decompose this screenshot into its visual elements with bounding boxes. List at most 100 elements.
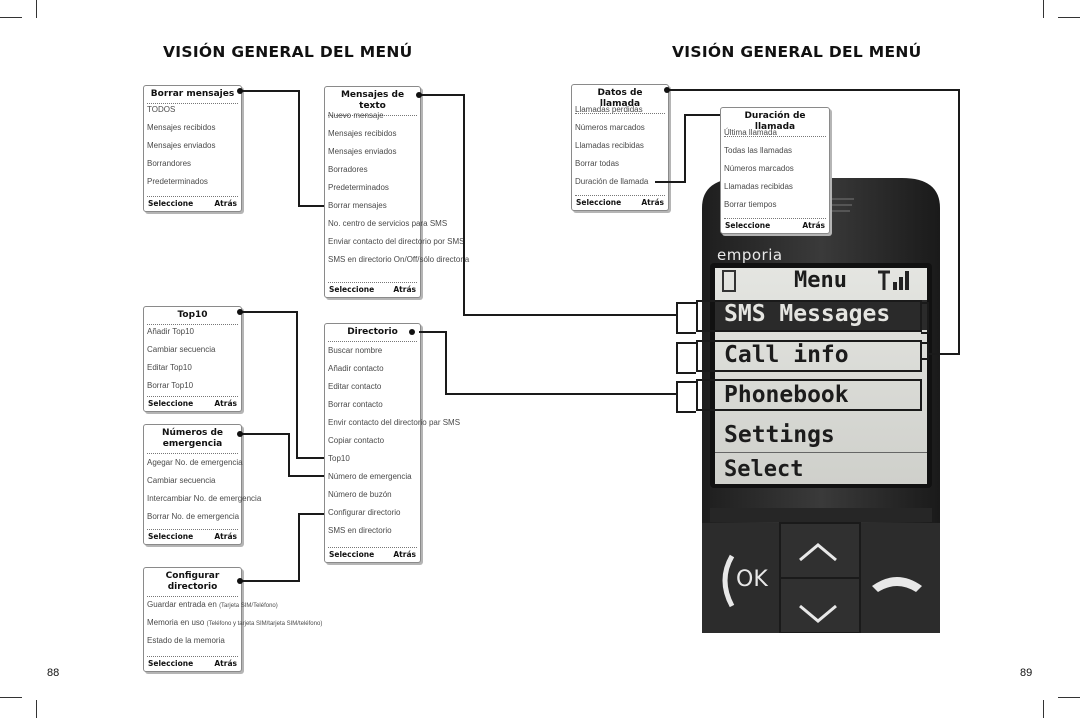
menu-item: Editar contacto xyxy=(328,382,382,391)
connector-line xyxy=(445,331,447,395)
menu-item: Mensajes recibidos xyxy=(147,123,216,132)
connector-line xyxy=(288,475,324,477)
connector-line xyxy=(296,457,324,459)
screen-title: Menu xyxy=(794,268,847,293)
menu-item: Número de buzón xyxy=(328,490,392,499)
menu-item: Llamadas recibidas xyxy=(724,182,793,191)
menu-item: Número de emergencia xyxy=(328,472,412,481)
menu-item: Guardar entrada en (Tarjeta SIM/Teléfono… xyxy=(147,600,278,611)
menu-item: Borrar mensajes xyxy=(328,201,387,210)
item-text: Memoria en uso xyxy=(147,618,205,627)
duracion-llamada-header: Duración de llamada xyxy=(724,108,826,137)
datos-llamada-box: Datos de llamada Seleccione Atrás xyxy=(571,84,669,211)
menu-item: Memoria en uso (Teléfono y tarjeta SIM/t… xyxy=(147,618,322,629)
header-line: emergencia xyxy=(162,439,223,449)
connector-dot xyxy=(237,578,243,584)
lcd-divider xyxy=(715,452,927,453)
menu-item: Mensajes recibidos xyxy=(328,129,397,138)
highlight-frame xyxy=(676,342,696,374)
select-softkey[interactable]: Seleccione xyxy=(148,399,194,408)
back-softkey[interactable]: Atrás xyxy=(393,550,416,559)
configurar-directorio-box: Configurar directorio Seleccione Atrás xyxy=(143,567,242,672)
highlight-frame xyxy=(676,381,696,413)
connector-line xyxy=(655,181,685,183)
menu-item: Borrar todas xyxy=(575,159,620,168)
connector-line xyxy=(463,94,465,316)
connector-line xyxy=(240,580,300,582)
top10-box: Top10 Seleccione Atrás xyxy=(143,306,242,412)
select-softkey[interactable]: Seleccione xyxy=(148,532,194,541)
duracion-llamada-box: Duración de llamada Seleccione Atrás xyxy=(720,107,830,234)
connector-line xyxy=(296,311,298,459)
connector-line xyxy=(288,433,290,477)
phone-menu-item[interactable]: Call info xyxy=(724,342,849,368)
menu-item: Borrar Top10 xyxy=(147,381,194,390)
select-softkey-label[interactable]: Select xyxy=(724,457,804,482)
selected-row xyxy=(715,300,927,330)
connector-line xyxy=(298,513,324,515)
menu-item: Agegar No. de emergencia xyxy=(147,458,243,467)
menu-item: Añadir contacto xyxy=(328,364,384,373)
right-page-title: VISIÓN GENERAL DEL MENÚ xyxy=(672,43,922,61)
back-softkey[interactable]: Atrás xyxy=(393,285,416,294)
ok-button[interactable]: OK xyxy=(736,567,768,592)
select-softkey[interactable]: Seleccione xyxy=(576,198,622,207)
back-softkey[interactable]: Atrás xyxy=(802,221,825,230)
select-softkey[interactable]: Seleccione xyxy=(329,550,375,559)
menu-item: Top10 xyxy=(328,454,350,463)
menu-item: Llamadas recibidas xyxy=(575,141,644,150)
item-note: (Teléfono y tarjeta SIM/tarjeta SIM/telé… xyxy=(206,621,323,627)
connector-line xyxy=(463,314,678,316)
top10-header: Top10 xyxy=(147,307,238,325)
menu-item: Números marcados xyxy=(575,123,645,132)
left-page-number: 88 xyxy=(47,667,60,679)
phone-menu-item[interactable]: Settings xyxy=(724,422,835,448)
connector-line xyxy=(298,90,300,206)
menu-item: Borrandores xyxy=(147,159,192,168)
menu-item: Predeterminados xyxy=(147,177,208,186)
menu-item: Borrar No. de emergencia xyxy=(147,512,240,521)
menu-item: Cambiar secuencia xyxy=(147,476,216,485)
header-line: Configurar xyxy=(165,571,220,581)
back-softkey[interactable]: Atrás xyxy=(214,399,237,408)
menu-item: Buscar nombre xyxy=(328,346,383,355)
menu-item: Configurar directorio xyxy=(328,508,401,517)
select-softkey[interactable]: Seleccione xyxy=(329,285,375,294)
menu-item: Añadir Top10 xyxy=(147,327,194,336)
menu-item: Mensajes enviados xyxy=(328,147,397,156)
connector-dot xyxy=(416,92,422,98)
back-softkey[interactable]: Atrás xyxy=(641,198,664,207)
menu-item: Copiar contacto xyxy=(328,436,385,445)
back-softkey[interactable]: Atrás xyxy=(214,659,237,668)
menu-item: Intercambiar No. de emergencia xyxy=(147,494,262,503)
left-page-title: VISIÓN GENERAL DEL MENÚ xyxy=(163,43,413,61)
menu-item: Editar Top10 xyxy=(147,363,192,372)
datos-llamada-header: Datos de llamada xyxy=(575,85,665,114)
phone-menu-item[interactable]: Phonebook xyxy=(724,382,849,408)
menu-item: Predeterminados xyxy=(328,183,389,192)
phone-menu-item[interactable]: SMS Messages xyxy=(724,301,891,327)
select-softkey[interactable]: Seleccione xyxy=(725,221,771,230)
menu-item: Borradores xyxy=(328,165,368,174)
select-softkey[interactable]: Seleccione xyxy=(148,659,194,668)
phone-illustration: emporia Menu SMS Messages Call info Phon… xyxy=(682,178,942,633)
connector-line xyxy=(927,353,960,355)
menu-item: Estado de la memoria xyxy=(147,636,225,645)
select-softkey[interactable]: Seleccione xyxy=(148,199,194,208)
menu-item: Cambiar secuencia xyxy=(147,345,216,354)
connector-line xyxy=(684,114,720,116)
back-softkey[interactable]: Atrás xyxy=(214,199,237,208)
menu-item: Llamadas perdidas xyxy=(575,105,643,114)
item-text: Guardar entrada en xyxy=(147,600,217,609)
highlight-frame xyxy=(696,340,922,372)
menu-item: TODOS xyxy=(147,105,176,114)
header-line: directorio xyxy=(167,582,218,592)
connector-line xyxy=(445,393,678,395)
menu-item: No. centro de servicios para SMS xyxy=(328,219,448,228)
menu-item: Todas las llamadas xyxy=(724,146,793,155)
menu-item: Duración de llamada xyxy=(575,177,649,186)
back-softkey[interactable]: Atrás xyxy=(214,532,237,541)
menu-item: Nuevo mensaje xyxy=(328,111,384,120)
